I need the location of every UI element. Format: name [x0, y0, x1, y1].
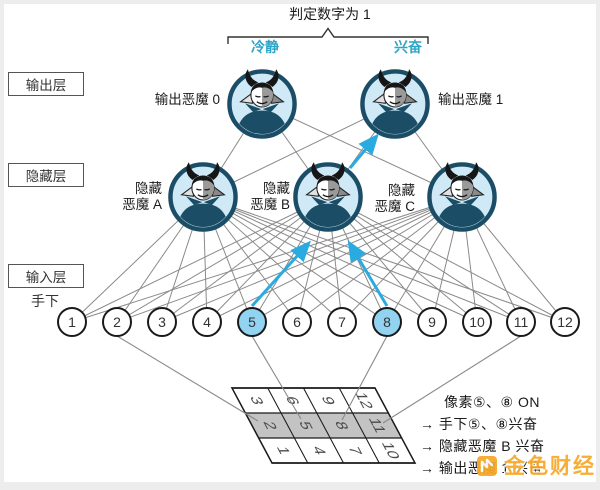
pixel-cell-5: 5: [295, 421, 316, 429]
input-node-9: 9: [417, 307, 447, 337]
svg-text:7: 7: [338, 314, 346, 330]
watermark-text: 金色财经: [504, 455, 596, 478]
pixel-cell-7: 7: [344, 446, 365, 454]
hidden-demon-c-icon: [429, 162, 494, 232]
excitation-arrows: [250, 133, 389, 308]
pixel-cell-4: 4: [308, 446, 329, 454]
svg-text:6: 6: [293, 314, 301, 330]
annotation-line-3: → 隐藏恶魔 B 兴奋: [420, 438, 545, 454]
decision-bracket: [227, 27, 429, 44]
annotation-line-2: → 手下⑤、⑧兴奋: [420, 416, 538, 432]
svg-text:10: 10: [469, 314, 485, 330]
pixel-cell-2: 2: [259, 421, 280, 429]
svg-text:9: 9: [428, 314, 436, 330]
svg-text:8: 8: [383, 314, 391, 330]
svg-text:1: 1: [68, 314, 76, 330]
state-label-calm: 冷静: [251, 39, 279, 55]
pixel-cell-11: 11: [365, 418, 390, 434]
watermark: 金色财经: [476, 450, 596, 480]
minions-label: 手下: [31, 293, 59, 309]
hidden-demon-c-label: 隐藏 恶魔 C: [374, 183, 416, 214]
grid-connectors: [116, 335, 522, 424]
svg-text:3: 3: [158, 314, 166, 330]
svg-text:11: 11: [514, 314, 529, 330]
svg-text:12: 12: [557, 314, 573, 330]
output-demon-0-icon: [229, 69, 294, 139]
output-layer-box: 输出层: [8, 72, 84, 96]
input-node-8-active: 8: [372, 307, 402, 337]
input-node-12: 12: [550, 307, 580, 337]
input-node-1: 1: [57, 307, 87, 337]
frame-bottom: [0, 482, 600, 490]
svg-text:4: 4: [203, 314, 211, 330]
input-node-11: 11: [506, 307, 536, 337]
output-demon-1-icon: [362, 69, 427, 139]
pixel-cell-3: 3: [246, 396, 267, 404]
output-demon-1-label: 输出恶魔 1: [438, 92, 504, 107]
hidden-layer-box: 隐藏层: [8, 163, 84, 187]
decision-title: 判定数字为 1: [289, 6, 371, 22]
annotation-line-1: 像素⑤、⑧ ON: [444, 394, 540, 410]
pixel-cell-8: 8: [331, 421, 352, 429]
svg-text:2: 2: [113, 314, 121, 330]
pixel-cell-9: 9: [317, 396, 338, 404]
input-node-7: 7: [327, 307, 357, 337]
output-demon-0-label: 输出恶魔 0: [154, 92, 220, 107]
svg-text:5: 5: [248, 314, 256, 330]
hidden-demon-b-label: 隐藏 恶魔 B: [250, 181, 290, 212]
input-node-2: 2: [102, 307, 132, 337]
input-node-6: 6: [282, 307, 312, 337]
input-node-3: 3: [147, 307, 177, 337]
state-label-excited: 兴奋: [394, 39, 422, 55]
input-node-10: 10: [462, 307, 492, 337]
pixel-grid: 3 6 9 12 2 5 8 11 1 4 7 10: [230, 387, 417, 464]
pixel-cell-1: 1: [273, 446, 294, 454]
input-node-4: 4: [192, 307, 222, 337]
input-layer-box: 输入层: [8, 264, 84, 288]
input-node-5-active: 5: [237, 307, 267, 337]
pixel-cell-6: 6: [282, 396, 303, 404]
jinse-logo-icon: [477, 456, 497, 476]
hidden-demon-a-label: 隐藏 恶魔 A: [122, 181, 162, 212]
